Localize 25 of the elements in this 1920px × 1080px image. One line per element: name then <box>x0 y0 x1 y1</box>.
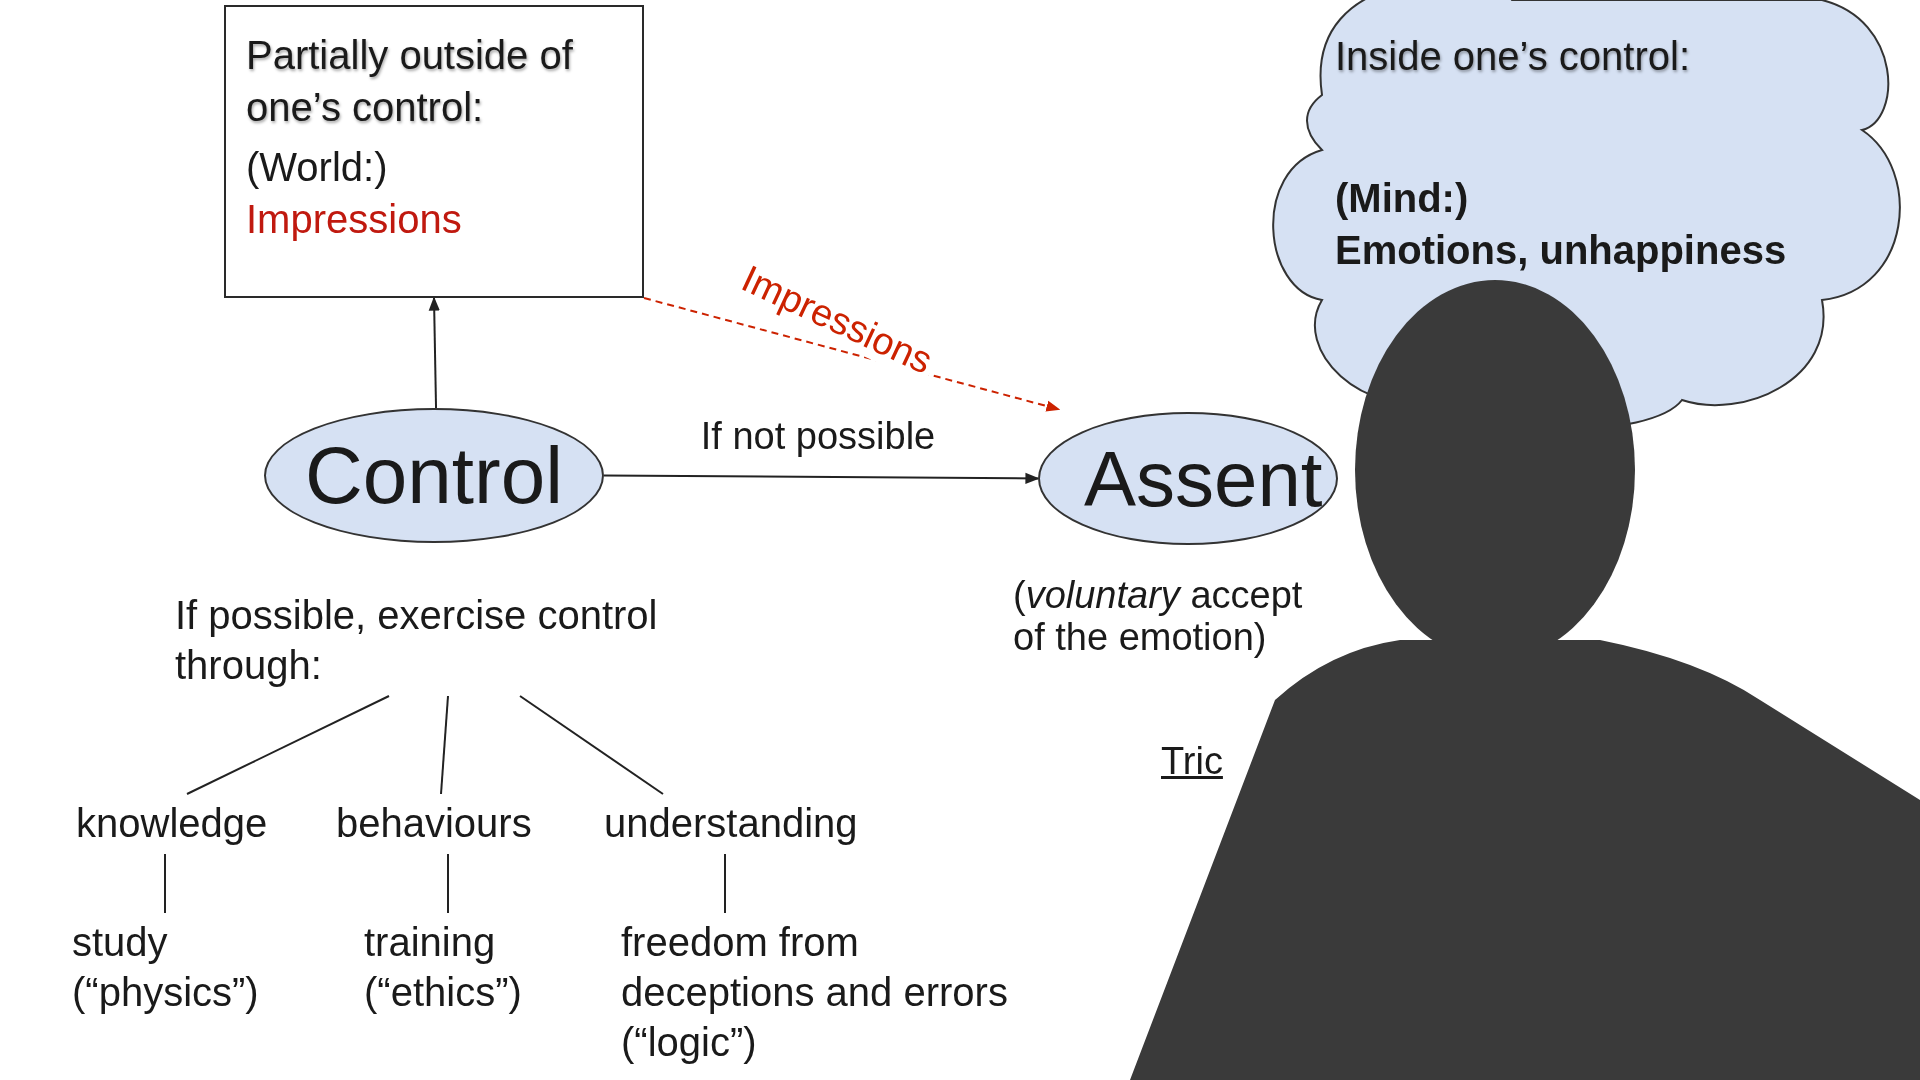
text-label: understanding <box>604 798 904 848</box>
body-text: (Mind:) <box>1335 175 1469 222</box>
connector-line <box>519 695 664 795</box>
connector-line <box>186 695 390 795</box>
heading-text: Partially outside of one’s control: <box>246 32 574 131</box>
text-label: freedom from deceptions and errors (“logic”) <box>621 917 1031 1067</box>
arrow <box>428 296 440 409</box>
ellipse-node: Control <box>264 408 604 543</box>
body-text: Emotions, unhappiness <box>1335 227 1787 274</box>
text-box <box>224 5 644 298</box>
underlined-text: Tric <box>1161 740 1223 783</box>
arrow <box>603 472 1040 484</box>
text-label: knowledge <box>76 798 316 848</box>
ellipse-node: Assent <box>1038 412 1338 545</box>
connector-line <box>724 853 726 914</box>
connector-line <box>447 853 449 914</box>
body-text: (World:) <box>246 144 389 191</box>
caption-text: (voluntary accept of the emotion) <box>1013 575 1304 659</box>
heading-text: Inside one’s control: <box>1335 33 1691 80</box>
connector-line <box>164 853 166 914</box>
connector-line <box>440 695 449 795</box>
text-label: behaviours <box>336 798 576 848</box>
body-text: Impressions <box>246 196 463 243</box>
text-label: If possible, exercise control through: <box>175 590 735 690</box>
text-label: study (“physics”) <box>72 917 332 1017</box>
